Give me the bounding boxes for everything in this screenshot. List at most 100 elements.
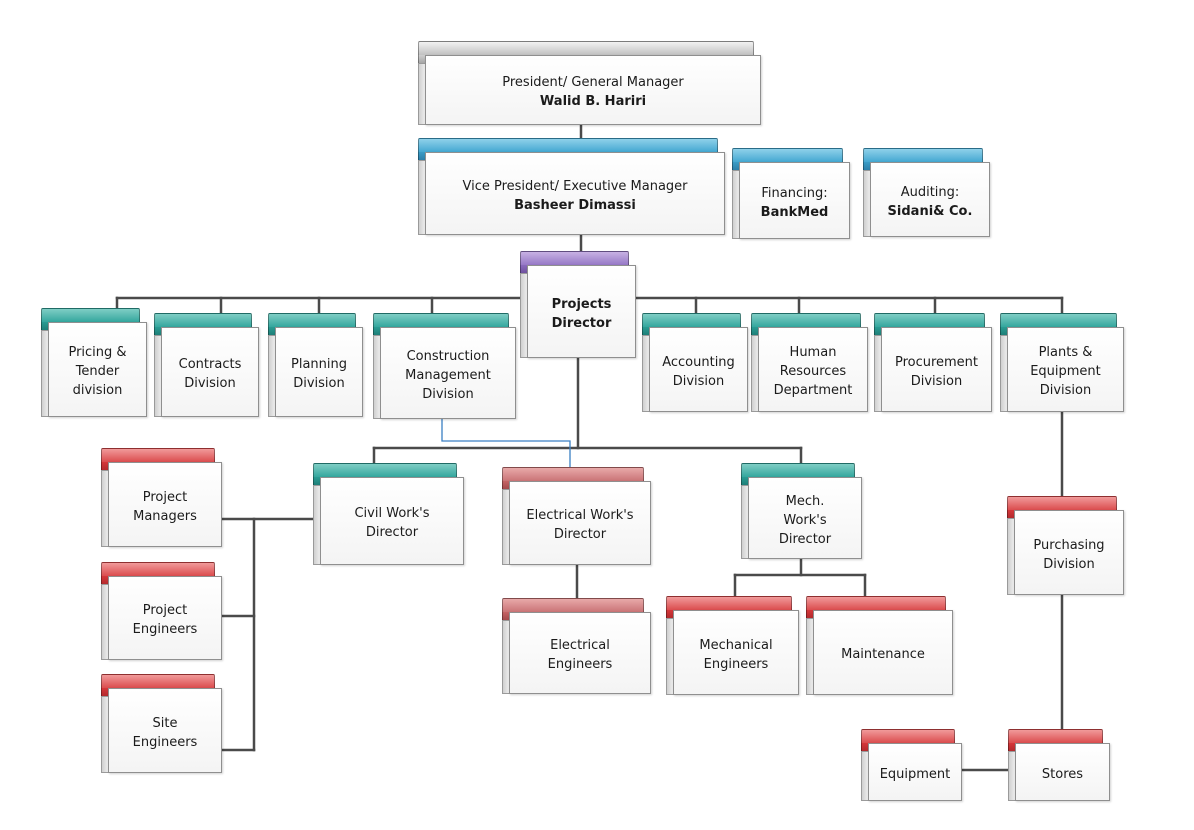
mechanical-engineers-box: Mechanical Engineers	[666, 596, 799, 695]
electrical-engineers-line1: Electrical	[550, 638, 610, 653]
pricing-tender-label: Pricing & Tender division	[48, 322, 147, 417]
planning-division-box: Planning Division	[268, 313, 363, 417]
box-side	[874, 335, 882, 412]
hr-line3: Department	[773, 383, 853, 398]
human-resources-label: Human Resources Department	[758, 327, 868, 412]
pricing-line3: division	[72, 383, 123, 398]
electrical-engineers-label: Electrical Engineers	[509, 612, 651, 694]
planning-line2: Division	[293, 376, 345, 391]
stores-line1: Stores	[1041, 766, 1084, 782]
box-side	[1007, 518, 1015, 595]
box-side	[741, 485, 749, 559]
electrical-director-line2: Director	[553, 527, 607, 542]
box-side	[502, 620, 510, 694]
box-cap	[1007, 496, 1117, 511]
project-engineers-line1: Project	[142, 603, 188, 618]
box-side	[268, 335, 276, 417]
stores-label: Stores	[1015, 743, 1110, 801]
mechanical-engineers-line1: Mechanical	[699, 637, 773, 653]
construction-line3: Division	[422, 386, 474, 402]
box-side	[41, 330, 49, 417]
box-side	[861, 751, 869, 801]
mech-line3: Director	[778, 531, 832, 547]
financing-name: BankMed	[760, 204, 829, 220]
box-side	[806, 618, 814, 695]
president-name: Walid B. Hariri	[539, 94, 647, 109]
contracts-division-label: Contracts Division	[161, 327, 259, 417]
procurement-line2: Division	[910, 373, 963, 389]
box-side	[863, 170, 871, 237]
box-side	[101, 584, 109, 660]
box-cap	[751, 313, 861, 328]
box-cap	[154, 313, 252, 328]
box-side	[520, 273, 528, 358]
box-cap	[741, 463, 855, 478]
maintenance-line1: Maintenance	[841, 647, 925, 662]
plants-equipment-box: Plants & Equipment Division	[1000, 313, 1124, 412]
construction-line1: Construction	[406, 348, 490, 364]
box-cap	[666, 596, 792, 611]
box-cap	[863, 148, 983, 163]
civil-line1: Civil Work's	[354, 506, 430, 521]
hr-line1: Human	[789, 345, 837, 360]
auditing-title: Auditing:	[900, 184, 960, 200]
construction-management-label: Construction Management Division	[380, 327, 516, 419]
box-side	[642, 335, 650, 412]
contracts-line2: Division	[184, 376, 236, 391]
box-cap	[502, 598, 644, 613]
box-cap	[268, 313, 356, 328]
accounting-division-label: Accounting Division	[649, 327, 748, 412]
accounting-line1: Accounting	[662, 354, 735, 370]
connector-construction-electrical	[441, 419, 571, 467]
box-cap	[101, 448, 215, 463]
mechanical-engineers-line2: Engineers	[703, 656, 769, 672]
vice-president-title: Vice President/ Executive Manager	[462, 178, 688, 194]
electrical-works-director-box: Electrical Work's Director	[502, 467, 651, 565]
financing-box: Financing: BankMed	[732, 148, 850, 239]
procurement-division-box: Procurement Division	[874, 313, 992, 412]
site-engineers-line2: Engineers	[132, 734, 198, 750]
box-cap	[520, 251, 629, 266]
box-cap	[502, 467, 644, 482]
project-managers-box: Project Managers	[101, 448, 222, 547]
project-managers-line2: Managers	[133, 508, 197, 524]
procurement-division-label: Procurement Division	[881, 327, 992, 412]
vice-president-name: Basheer Dimassi	[514, 197, 636, 213]
contracts-line1: Contracts	[178, 357, 242, 372]
box-cap	[101, 562, 215, 577]
hr-line2: Resources	[779, 364, 847, 379]
president-title: President/ General Manager	[502, 75, 684, 90]
box-cap	[313, 463, 457, 478]
box-side	[1000, 335, 1008, 412]
project-engineers-label: Project Engineers	[108, 576, 222, 660]
mech-works-director-label: Mech. Work's Director	[748, 477, 862, 559]
box-side	[502, 489, 510, 565]
stores-box: Stores	[1008, 729, 1110, 801]
electrical-director-line1: Electrical Work's	[526, 508, 634, 523]
planning-division-label: Planning Division	[275, 327, 363, 417]
box-cap	[1000, 313, 1117, 328]
box-cap	[373, 313, 509, 328]
maintenance-box: Maintenance	[806, 596, 953, 695]
box-side	[101, 470, 109, 547]
electrical-engineers-line2: Engineers	[547, 657, 613, 672]
box-cap	[806, 596, 946, 611]
projects-director-label: Projects Director	[527, 265, 636, 358]
equipment-line1: Equipment	[879, 766, 951, 782]
box-side	[418, 63, 426, 125]
box-side	[313, 485, 321, 565]
financing-label: Financing: BankMed	[739, 162, 850, 239]
box-cap	[642, 313, 741, 328]
box-cap	[732, 148, 843, 163]
auditing-name: Sidani& Co.	[887, 203, 973, 219]
project-engineers-box: Project Engineers	[101, 562, 222, 660]
box-side	[154, 335, 162, 417]
electrical-engineers-box: Electrical Engineers	[502, 598, 651, 694]
mechanical-engineers-label: Mechanical Engineers	[673, 610, 799, 695]
purchasing-division-box: Purchasing Division	[1007, 496, 1124, 595]
plants-line1: Plants &	[1038, 345, 1093, 360]
box-side	[666, 618, 674, 695]
box-side	[373, 335, 381, 419]
box-cap	[861, 729, 955, 744]
pricing-tender-box: Pricing & Tender division	[41, 308, 147, 417]
